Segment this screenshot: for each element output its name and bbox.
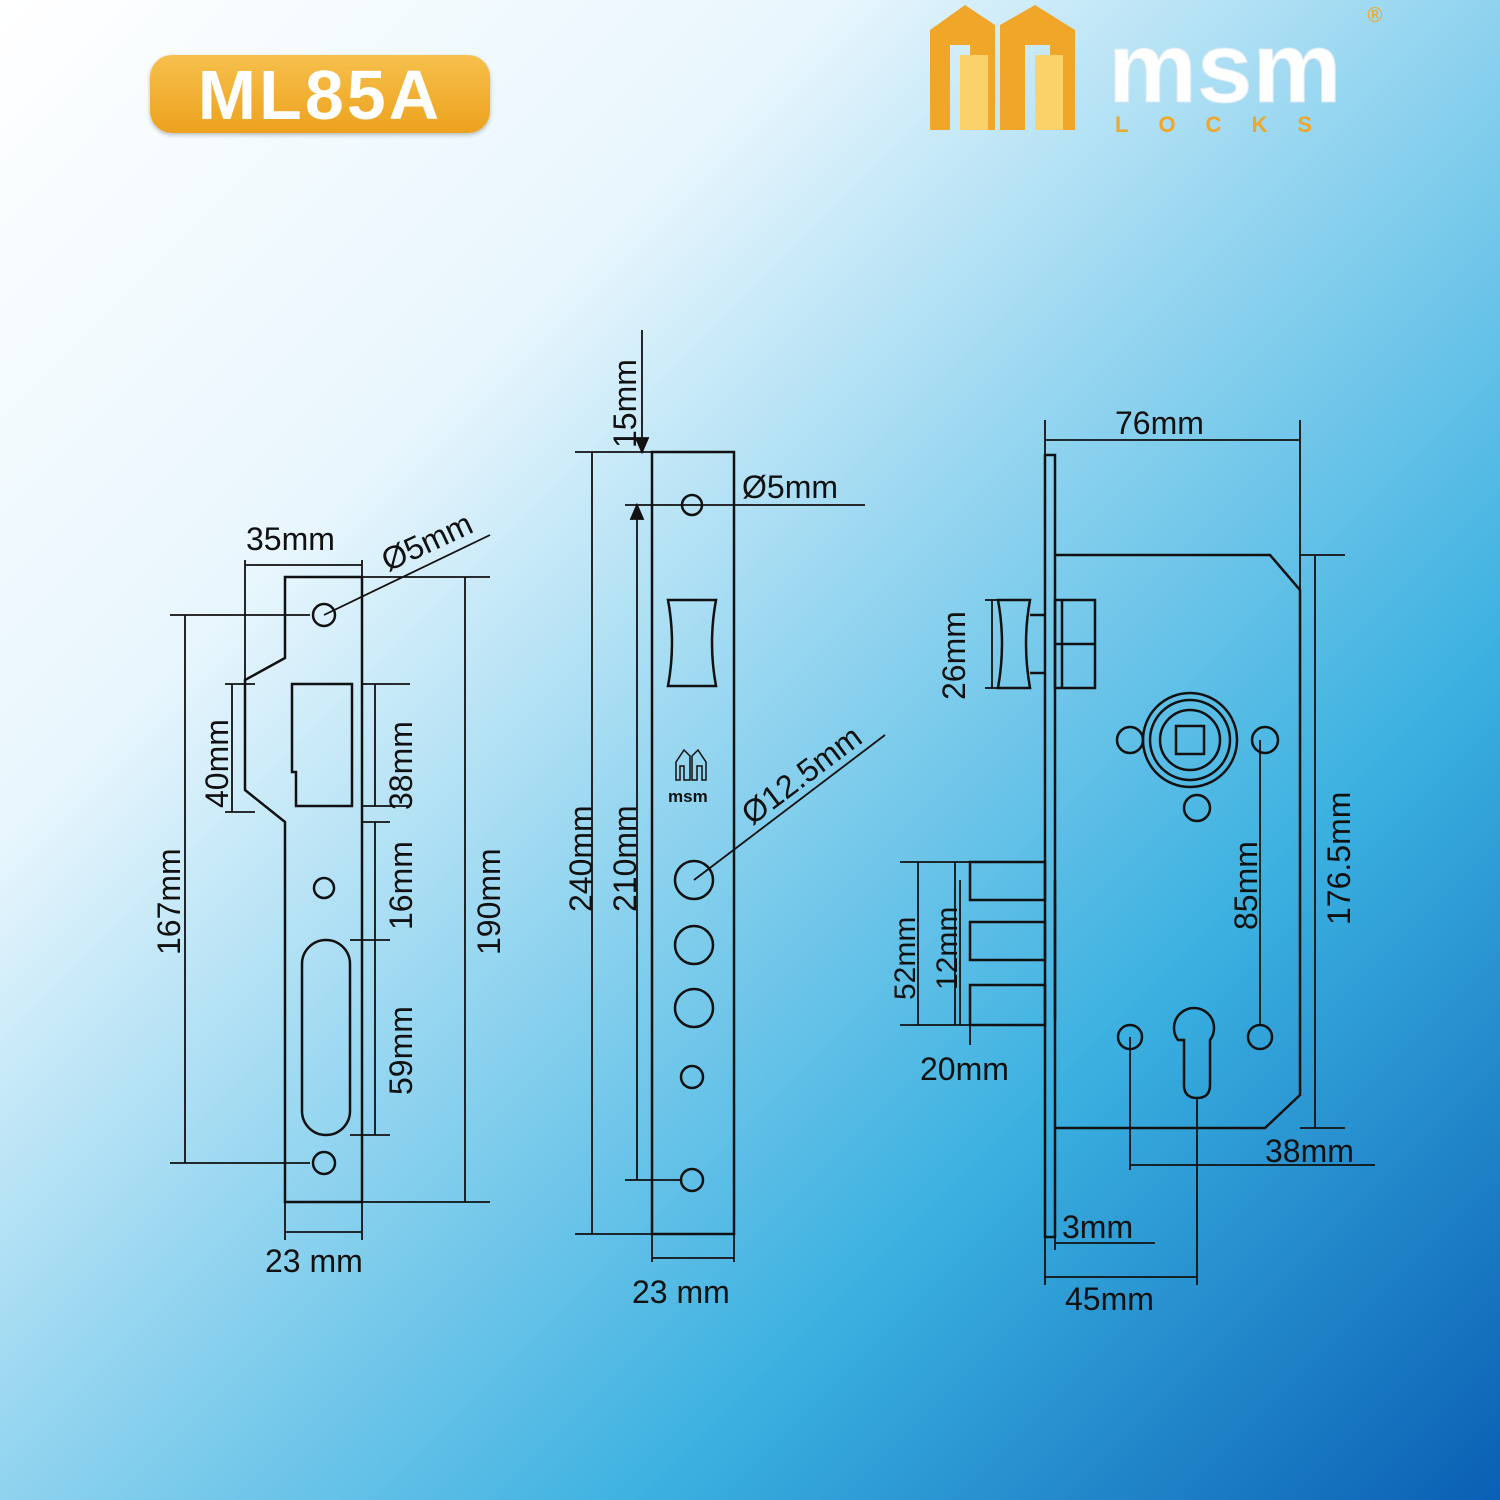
strike-bolt-opening-label: 59mm	[383, 1006, 419, 1095]
faceplate-large-hole-label: Ø12.5mm	[735, 718, 869, 831]
lock-centers-label: 85mm	[1228, 841, 1264, 930]
logo-emblem-icon	[930, 5, 1075, 130]
strike-latch-opening-label: 38mm	[383, 721, 419, 810]
latch-bolt	[996, 598, 1097, 690]
lock-bolt-throw-label: 20mm	[920, 1051, 1009, 1087]
model-badge: ML85A	[150, 55, 490, 134]
strike-gap-label: 16mm	[383, 841, 419, 930]
lock-backset-label: 45mm	[1065, 1281, 1154, 1317]
cylinder-cutout	[1116, 1006, 1274, 1100]
faceplate-emblem-icon	[675, 748, 707, 781]
faceplate-spacing-label: 210mm	[607, 805, 643, 912]
faceplate-bolt-hole-1	[673, 924, 715, 966]
logo-wordmark: msm	[1108, 12, 1341, 124]
registered-mark: ®	[1365, 3, 1385, 27]
faceplate-emblem-text: msm	[668, 787, 708, 806]
strike-spacing-label: 167mm	[151, 848, 187, 955]
strike-bolt-opening	[300, 938, 352, 1137]
faceplate-small-hole	[679, 1064, 705, 1090]
faceplate-top-offset-label: 15mm	[607, 359, 643, 448]
faceplate-bottom-hole	[679, 1167, 705, 1193]
faceplate-labels: 15mm Ø5mm Ø12.5mm 240mm 210mm 23 mm	[563, 359, 868, 1310]
faceplate-outline	[650, 450, 736, 1236]
strike-latch-opening	[290, 682, 354, 808]
faceplate-spindle-hole	[673, 859, 715, 901]
strike-face-width-label: 23 mm	[265, 1243, 363, 1279]
dead-bolts	[968, 860, 1057, 1027]
faceplate: msm	[650, 450, 736, 1236]
lock-depth-label: 76mm	[1115, 405, 1204, 441]
faceplate-dimensions	[575, 330, 886, 1262]
lock-latch-height-label: 26mm	[936, 611, 972, 700]
lock-case-outline	[1055, 553, 1302, 1130]
strike-bottom-hole	[311, 1150, 337, 1176]
strike-top-hole	[311, 602, 337, 628]
faceplate-height-label: 240mm	[563, 805, 599, 912]
lock-labels: 76mm 26mm 176.5mm 85mm 52mm 12mm 20mm 38…	[889, 405, 1357, 1317]
strike-width-label: 35mm	[246, 521, 335, 557]
lock-dimensions	[900, 420, 1375, 1285]
logo-subtitle: LOCKS	[1115, 112, 1342, 137]
lock-plate-thickness-label: 3mm	[1062, 1209, 1133, 1245]
strike-mid-hole	[312, 876, 336, 900]
lock-height-label: 176.5mm	[1321, 792, 1357, 925]
lock-bolt-pitch-label: 12mm	[931, 907, 964, 990]
strike-hole-label: Ø5mm	[376, 505, 478, 578]
brand-logo: msm LOCKS ®	[930, 3, 1385, 137]
faceplate-bolt-hole-2	[673, 987, 715, 1029]
strike-dimensions	[170, 534, 491, 1240]
strike-plate-outline	[243, 575, 364, 1204]
faceplate-width-label: 23 mm	[632, 1274, 730, 1310]
lock-forend	[1043, 453, 1057, 1239]
lock-bolt-span-label: 52mm	[889, 917, 922, 1000]
faceplate-latch-slot	[666, 598, 718, 688]
strike-latch-depth-label: 40mm	[199, 719, 235, 808]
strike-height-label: 190mm	[471, 848, 507, 955]
lock-cylinder-offset-label: 38mm	[1265, 1133, 1354, 1169]
handle-follower	[1115, 691, 1280, 823]
faceplate-hole-label: Ø5mm	[742, 469, 838, 505]
strike-plate	[243, 575, 364, 1204]
model-name: ML85A	[197, 56, 443, 134]
